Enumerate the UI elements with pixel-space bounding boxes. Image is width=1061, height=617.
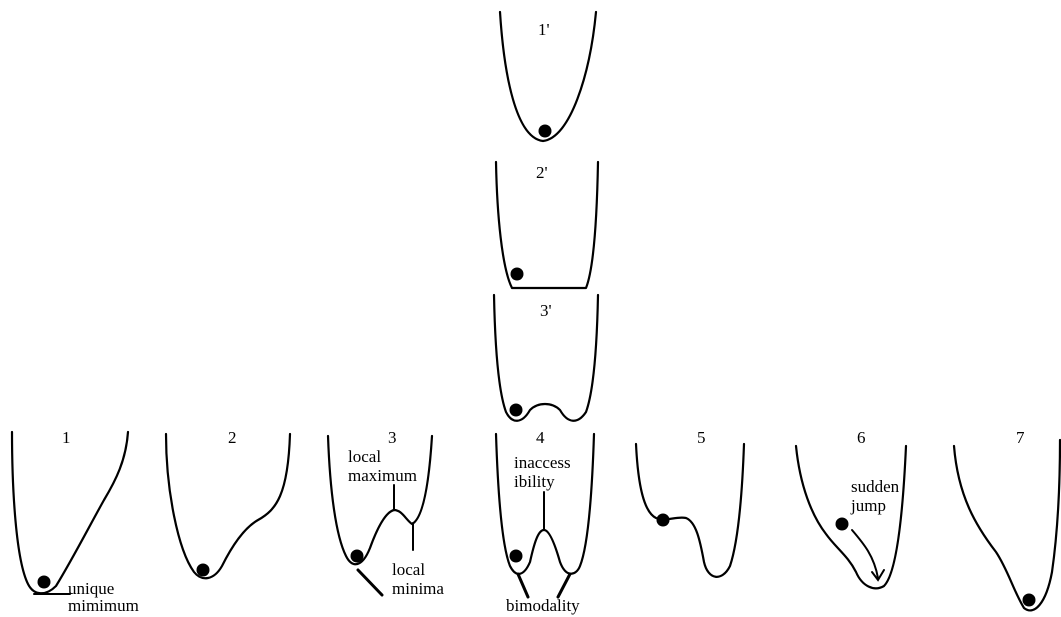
panel-number: 3' xyxy=(540,301,552,320)
panel-7: 7 xyxy=(954,428,1060,610)
inaccessibility-label: ibility xyxy=(514,472,555,491)
panel-3-prime: 3' xyxy=(494,295,598,421)
sudden-jump-label: sudden xyxy=(851,477,900,496)
panel-number: 7 xyxy=(1016,428,1025,447)
panel-number: 1' xyxy=(538,20,550,39)
local-maximum-label: local xyxy=(348,447,381,466)
well-curve xyxy=(12,432,128,593)
sudden-jump-label: jump xyxy=(850,496,886,515)
ball xyxy=(836,518,849,531)
ball xyxy=(657,514,670,527)
ball xyxy=(1023,594,1036,607)
panel-number: 6 xyxy=(857,428,866,447)
ball xyxy=(539,125,552,138)
panel-3: 3 local maximum local minima xyxy=(328,428,444,598)
well-curve xyxy=(796,446,906,588)
panel-2-prime: 2' xyxy=(496,162,598,288)
panel-5: 5 xyxy=(636,428,744,577)
ball xyxy=(197,564,210,577)
ball xyxy=(511,268,524,281)
ball xyxy=(510,550,523,563)
ball xyxy=(510,404,523,417)
ball xyxy=(351,550,364,563)
well-curve xyxy=(954,440,1060,610)
local-minima-pointer xyxy=(358,570,382,595)
panel-number: 2' xyxy=(536,163,548,182)
bimodality-label: bimodality xyxy=(506,596,580,615)
panel-number: 5 xyxy=(697,428,706,447)
well-curve xyxy=(636,444,744,577)
panel-1-prime: 1' xyxy=(500,12,596,141)
local-minima-label: local xyxy=(392,560,425,579)
inaccessibility-label: inaccess xyxy=(514,453,571,472)
unique-minimum-label: mimimum xyxy=(68,596,139,615)
local-maximum-label: maximum xyxy=(348,466,417,485)
panel-2: 2 xyxy=(166,428,290,578)
bimodality-pointer xyxy=(518,574,528,597)
panel-6: 6 sudden jump xyxy=(796,428,906,588)
well-curve xyxy=(166,434,290,578)
ball xyxy=(38,576,51,589)
panel-number: 1 xyxy=(62,428,71,447)
panel-4: 4 inaccess ibility bimodality xyxy=(496,428,594,615)
panel-1: 1 unique mimimum xyxy=(12,428,139,615)
panel-number: 4 xyxy=(536,428,545,447)
local-minima-label: minima xyxy=(392,579,444,598)
panel-number: 2 xyxy=(228,428,237,447)
bimodality-pointer xyxy=(558,574,570,597)
panel-number: 3 xyxy=(388,428,397,447)
